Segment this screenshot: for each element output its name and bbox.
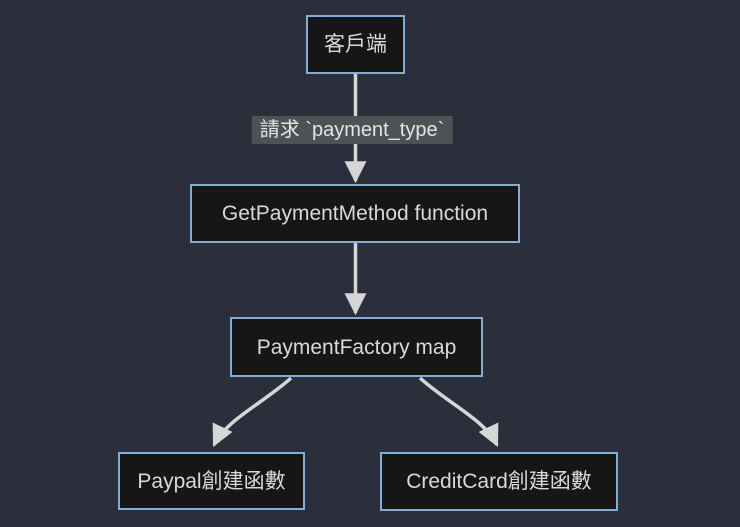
edge-label-text: 請求 `payment_type` [259,119,445,141]
edge-factory-to-creditcard [418,376,499,447]
node-client-label: 客戶端 [324,33,387,56]
node-paypal-factory: Paypal創建函數 [118,452,305,510]
node-payment-factory-label: PaymentFactory map [256,335,457,359]
edge-factory-to-paypal [212,376,293,447]
node-client: 客戶端 [306,15,405,74]
node-get-payment-method: GetPaymentMethod function [190,184,520,243]
edge-label-payment-type: 請求 `payment_type` [251,116,453,144]
node-get-payment-method-label: GetPaymentMethod function [221,202,489,225]
node-payment-factory: PaymentFactory map [230,317,483,377]
node-creditcard-factory-label: CreditCard創建函數 [406,470,592,493]
node-creditcard-factory: CreditCard創建函數 [380,452,618,511]
node-paypal-factory-label: Paypal創建函數 [137,469,286,493]
